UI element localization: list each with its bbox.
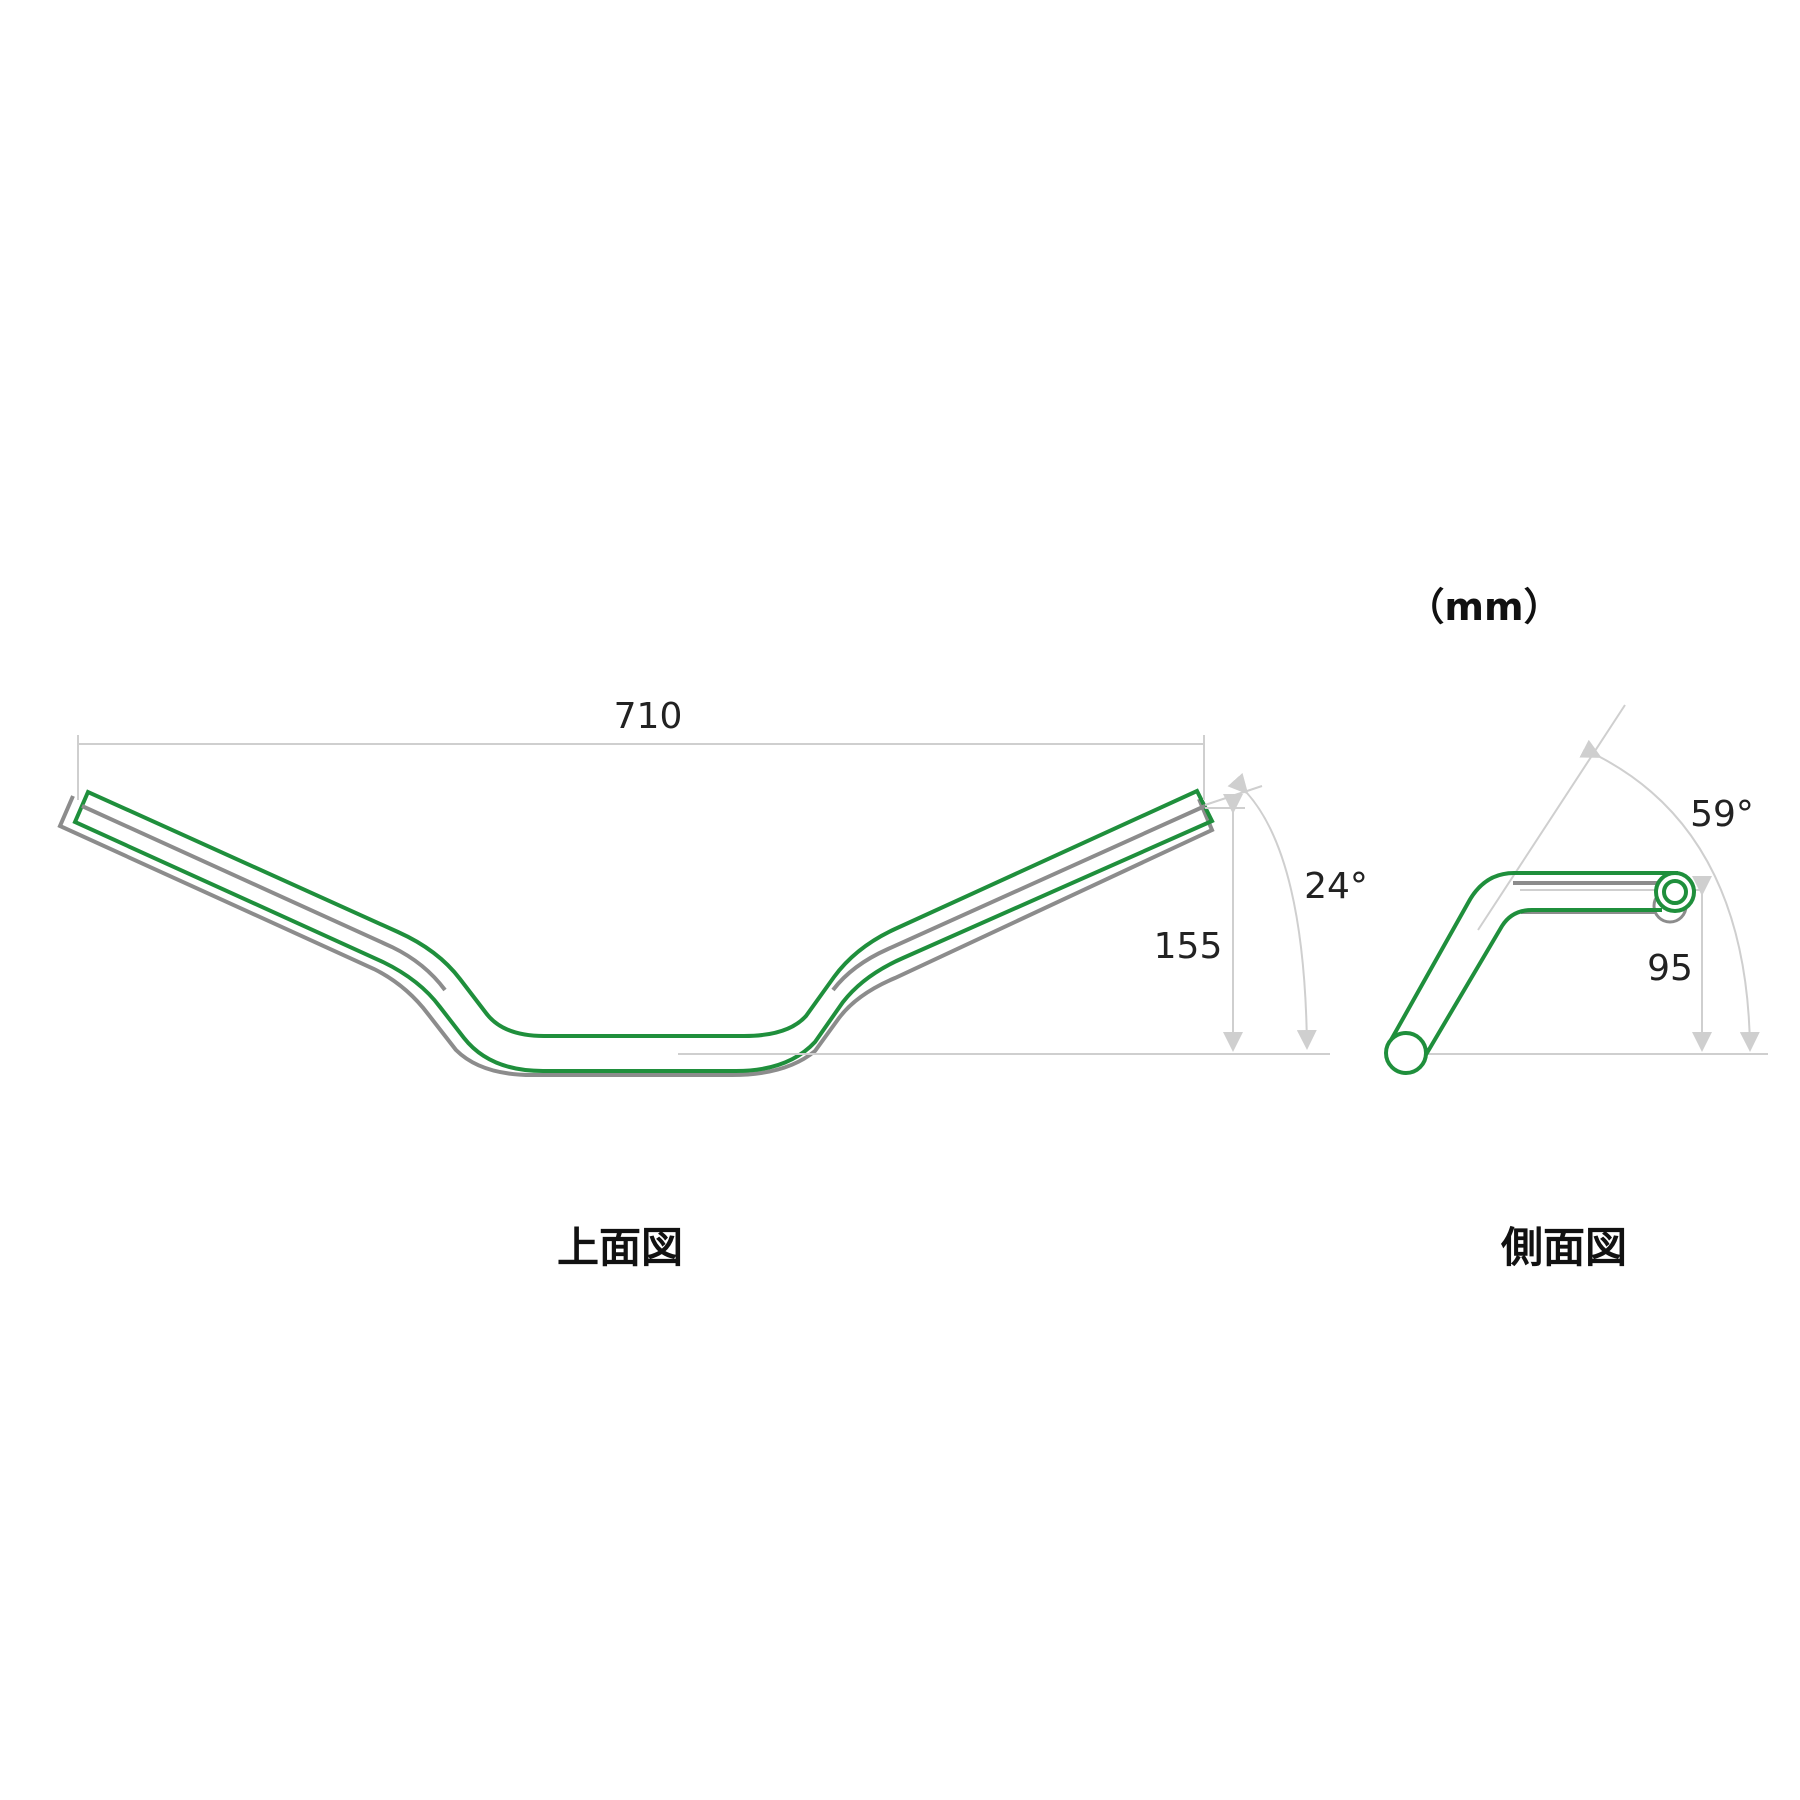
top-view-inner-line xyxy=(81,804,1206,992)
side-view: （mm） 59° 95 側面図 xyxy=(1384,585,1768,1272)
side-angle-reference-line xyxy=(1477,704,1626,931)
top-view-handlebar-outline xyxy=(72,788,1215,1073)
width-dimension-label: 710 xyxy=(614,696,683,737)
side-view-tube-end-bottom xyxy=(1384,1031,1428,1075)
height-dimension-label: 155 xyxy=(1154,926,1223,967)
side-view-shadow-outline xyxy=(1513,881,1663,914)
angle-arc xyxy=(1227,772,1317,1050)
side-angle-arc xyxy=(1579,739,1760,1052)
side-height-label: 95 xyxy=(1647,948,1693,989)
side-view-caption: 側面図 xyxy=(1500,1223,1627,1272)
top-view-caption: 上面図 xyxy=(557,1223,683,1272)
unit-label: （mm） xyxy=(1406,585,1561,629)
angle-dimension-label: 24° xyxy=(1304,866,1368,907)
side-angle-label: 59° xyxy=(1690,794,1754,835)
top-view: 710 155 24° 上面図 xyxy=(57,696,1368,1272)
top-view-shadow-outline xyxy=(57,795,1215,1077)
side-view-handlebar-outline xyxy=(1389,871,1678,1060)
side-view-tube-end-top-inner xyxy=(1662,879,1688,905)
side-view-tube-end-top-outer xyxy=(1654,871,1696,913)
